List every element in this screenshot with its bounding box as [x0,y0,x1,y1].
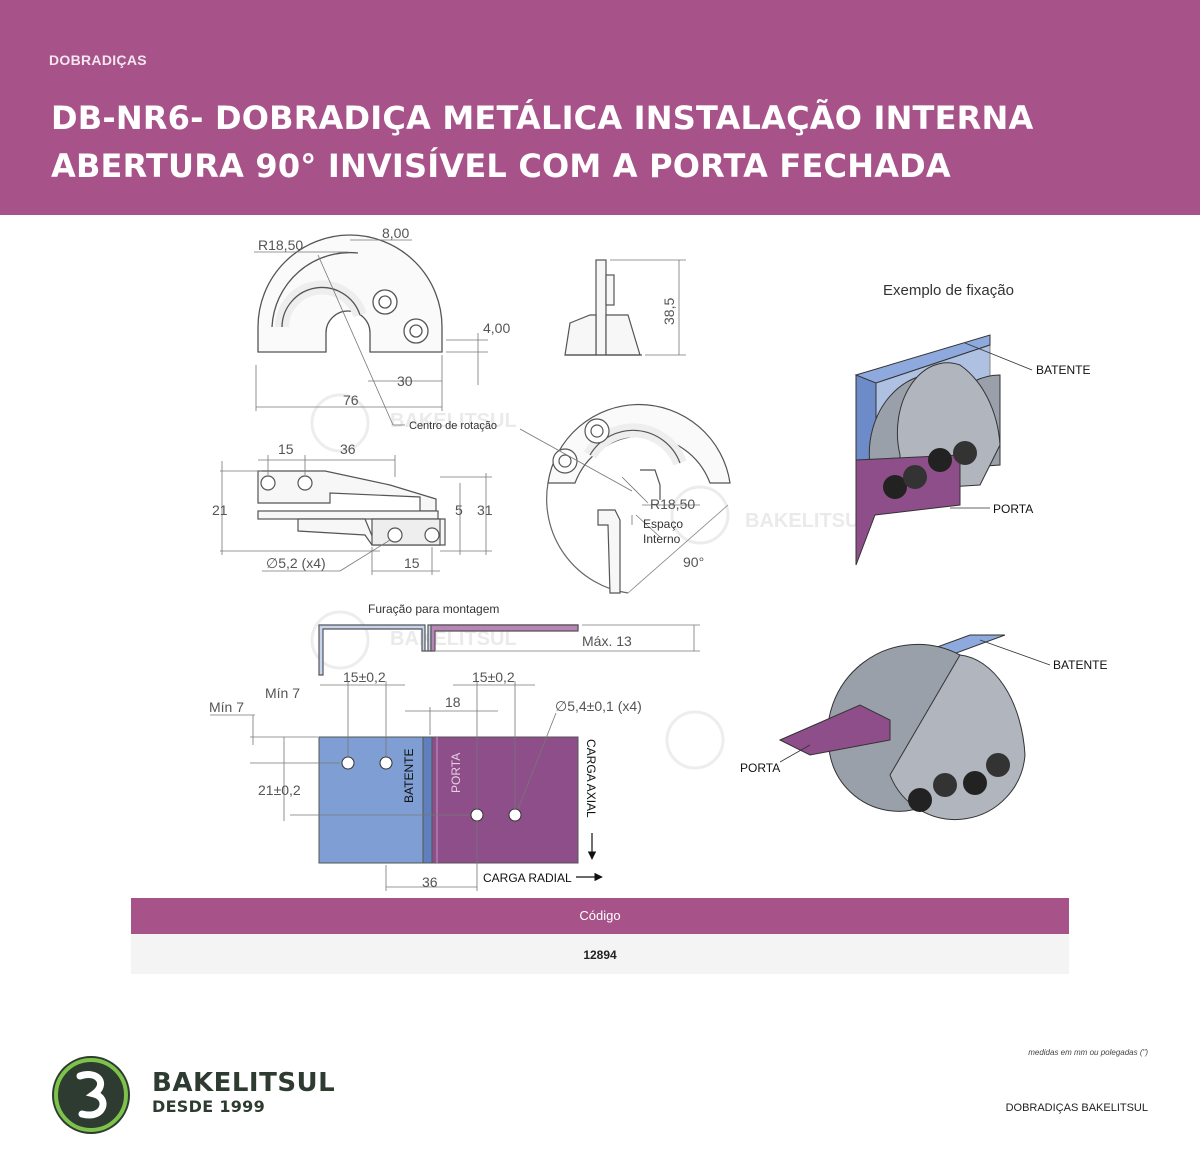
mounting-plate-dims [210,681,557,891]
dim-min7-side: Mín 7 [209,699,244,715]
dim-8: 8,00 [382,225,409,241]
dim-hole-diameter-tol: ∅5,4±0,1 (x4) [555,698,642,714]
code-table: Código 12894 [131,898,1069,974]
dim-5: 5 [455,502,463,518]
dim-angle: 90° [683,554,704,570]
dim-36-front: 36 [340,441,356,457]
mounting-plates [318,736,579,864]
plate-label-batente: BATENTE [402,749,416,803]
dim-max-13: Máx. 13 [582,633,632,649]
carga-radial-label: CARGA RADIAL [483,871,572,885]
dim-hole-diameter: ∅5,2 (x4) [266,555,326,571]
porta-plate [431,736,579,864]
top-view-dimension-lines [254,239,488,426]
side-view-dims [610,259,686,356]
rotation-view-dims [519,428,700,538]
dim-15-bottom: 15 [404,555,420,571]
bakelitsul-logo-icon [52,1056,130,1134]
example-render-2 [778,634,1026,820]
title-line-1: DB-NR6- DOBRADIÇA METÁLICA INSTALAÇÃO IN… [51,99,1034,137]
dim-4: 4,00 [483,320,510,336]
dim-21: 21 [212,502,228,518]
brand-name: BAKELITSUL [152,1068,336,1098]
watermark-text-1: BAKELITSUL [390,410,517,432]
example-porta-1: PORTA [993,502,1033,516]
plate-label-porta: PORTA [449,753,463,793]
category-label: DOBRADIÇAS [49,52,147,68]
dim-r1850-side: R18,50 [650,496,695,512]
product-title: DB-NR6- DOBRADIÇA METÁLICA INSTALAÇÃO IN… [51,94,1033,190]
hinge-rotation-view [546,404,731,594]
dim-36-mount: 36 [422,874,438,890]
code-table-header: Código [131,898,1069,934]
rotation-center-label: Centro de rotação [409,420,497,432]
hinge-front-view [257,470,446,546]
dim-r1850-top: R18,50 [258,237,303,253]
dim-15-front: 15 [278,441,294,457]
mounting-title: Furação para montagem [368,602,499,616]
technical-drawing: BAKELITSUL BAKELITSUL BAKELITSUL R18,50 … [209,225,1107,891]
mounting-profile-dims [436,624,700,652]
example-title: Exemplo de fixação [883,282,1014,299]
inner-space-label-1: Espaço [643,517,683,531]
example-render-1 [854,334,1001,566]
dim-76: 76 [343,392,359,408]
example-batente-1: BATENTE [1036,363,1090,377]
mounting-profile [318,624,579,676]
example-batente-2: BATENTE [1053,658,1107,672]
dim-31: 31 [477,502,493,518]
dim-18: 18 [445,694,461,710]
dim-min7-top: Mín 7 [265,685,300,701]
units-note: medidas em mm ou polegadas (") [1028,1048,1148,1057]
dim-15-tol-left: 15±0,2 [343,669,386,685]
footer-brand-line: DOBRADIÇAS BAKELITSUL [1005,1102,1148,1114]
front-view-dims [220,455,492,575]
hinge-top-view [257,234,443,353]
inner-space-label-2: Interno [643,532,681,546]
header-band: DOBRADIÇAS DB-NR6- DOBRADIÇA METÁLICA IN… [0,0,1200,215]
dim-30: 30 [397,373,413,389]
dim-21-tol: 21±0,2 [258,782,301,798]
hinge-side-view [564,259,642,356]
example-porta-2: PORTA [740,761,780,775]
carga-axial-label: CARGA AXIAL [584,739,598,818]
watermark-text-2: BAKELITSUL [745,510,872,532]
code-table-value: 12894 [131,934,1069,974]
brand-since: DESDE 1999 [152,1097,266,1116]
dim-38-5: 38,5 [661,298,677,325]
dim-15-tol-right: 15±0,2 [472,669,515,685]
title-line-2: ABERTURA 90° INVISÍVEL COM A PORTA FECHA… [51,147,951,185]
